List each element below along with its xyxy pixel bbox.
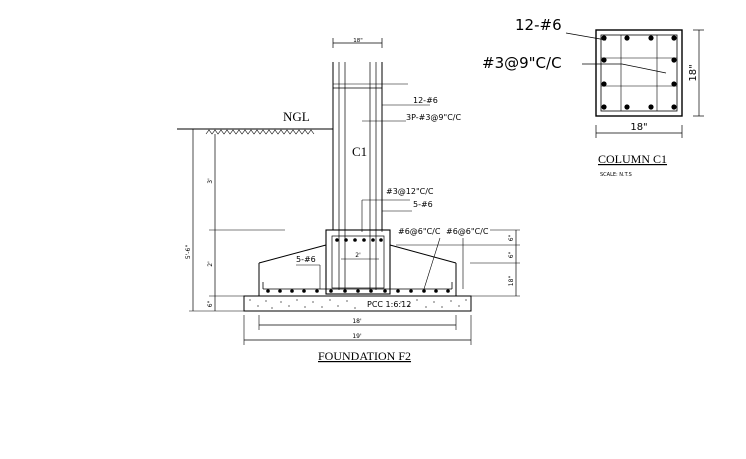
ground-hatch <box>205 129 315 135</box>
right-dim-bottom: 18" <box>508 276 515 287</box>
pedestal-tie <box>331 235 385 289</box>
pcc-stipple <box>249 299 467 309</box>
depth-pcc-dim: 6" <box>207 300 214 307</box>
main-bars-note: 12-#6 <box>413 96 438 105</box>
pedestal-rebars <box>335 238 383 242</box>
column-tie <box>600 34 678 112</box>
column-outline <box>595 29 683 117</box>
mesh-note-a: #6@6"C/C <box>398 227 441 236</box>
leader-line <box>565 32 607 41</box>
column-section: 12-#6 #3@9"C/C 18" 18" COLUMN C1 SCALE: … <box>482 16 704 178</box>
pcc-note: PCC 1:6:12 <box>367 300 411 309</box>
ties-note: 3P-#3@9"C/C <box>406 113 461 122</box>
footing-width-dim: 18' <box>352 318 362 325</box>
foundation-section: 18" NGL C1 12-#6 3P-#3@9"C/C #3@12"C/C 5… <box>177 38 520 363</box>
bottom-bars-note: 5-#6 <box>296 255 316 264</box>
total-depth-dim: 5'-6" <box>185 245 192 259</box>
column-title: COLUMN C1 <box>598 152 667 166</box>
leader-line <box>621 63 667 74</box>
right-dim-mid: 6" <box>508 251 515 258</box>
pedestal-ties-note: #3@12"C/C <box>386 187 434 196</box>
column-tag: C1 <box>352 144 367 159</box>
ngl-label: NGL <box>283 109 310 124</box>
pedestal-outline <box>325 229 391 295</box>
pedestal-width-dim: 2' <box>355 252 361 259</box>
pcc-bed <box>243 295 472 312</box>
pedestal-bars-note: 5-#6 <box>413 200 433 209</box>
bottom-rebars <box>266 289 450 293</box>
pcc-width-dim: 19' <box>352 333 362 340</box>
column-width-dim: 18" <box>353 38 363 44</box>
leader-line <box>423 237 441 290</box>
foundation-title: FOUNDATION F2 <box>318 349 411 363</box>
mesh-note-b: #6@6"C/C <box>446 227 489 236</box>
scale-note: SCALE: N.T.S <box>600 172 632 178</box>
depth-upper-dim: 3' <box>207 178 214 184</box>
right-dim-top: 6" <box>508 234 515 241</box>
depth-lower-dim: 2' <box>207 261 214 267</box>
column-tie-note: #3@9"C/C <box>482 54 562 72</box>
column-bar-note: 12-#6 <box>515 16 562 34</box>
column-rebars <box>601 35 677 110</box>
column-width-dim: 18" <box>630 122 647 133</box>
column-height-dim: 18" <box>688 64 699 81</box>
footing-outline <box>258 244 457 296</box>
